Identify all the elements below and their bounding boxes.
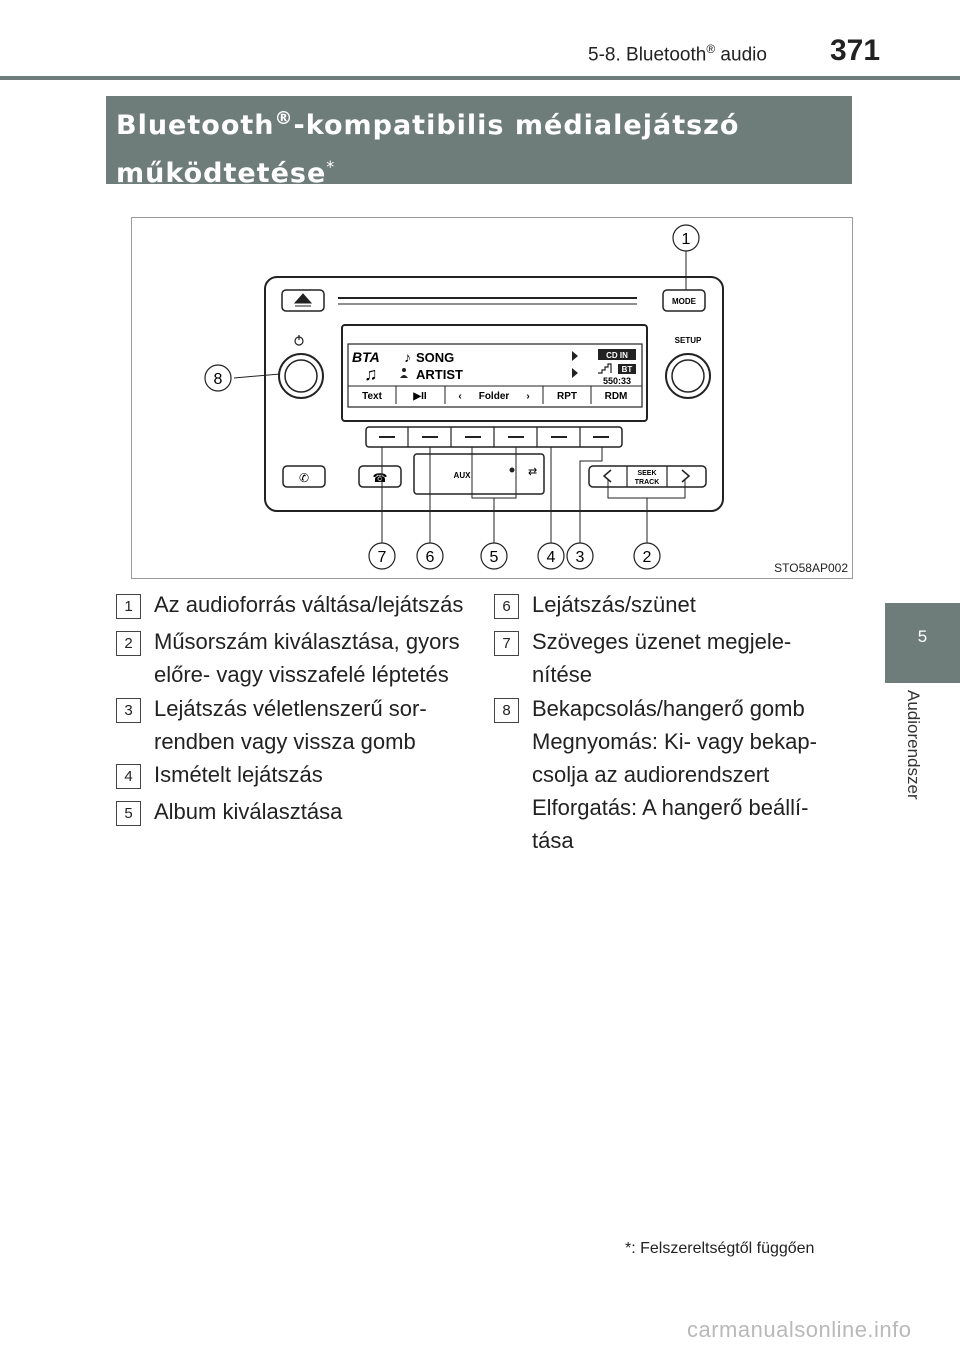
eject-button[interactable] [281, 289, 325, 312]
folder-next-icon: › [526, 391, 529, 402]
softkey-label-folder: Folder [479, 391, 510, 402]
mode-label: MODE [672, 297, 697, 306]
legend-text: Műsorszám kiválasztása, gyors [154, 629, 460, 654]
legend-text: Az audioforrás váltása/lejátszás [154, 592, 464, 617]
seek-track-button[interactable] [588, 465, 707, 488]
display-artist: ARTIST [416, 367, 463, 382]
cd-in-badge [598, 349, 636, 360]
callout-4: 4 [537, 542, 565, 570]
legend-text: Lejátszás véletlenszerű sor- [154, 696, 427, 721]
audio-unit-diagram: MODE SETUP BTA ♪ SONG ♫ ARTIST CD IN BT … [204, 224, 724, 570]
legend-text: Elforgatás: A hangerő beállí- [532, 795, 809, 820]
legend-text: tása [532, 828, 574, 853]
legend-number: 4 [116, 764, 141, 789]
callout-leaders [233, 251, 687, 543]
page-heading: Bluetooth®-kompatibilis médialejátszó mű… [116, 108, 740, 189]
power-volume-knob[interactable] [278, 353, 324, 399]
chapter-tab [885, 603, 960, 683]
header-rule [0, 76, 960, 80]
legend-number: 5 [116, 801, 141, 826]
legend-number: 8 [494, 698, 519, 723]
callout-8: 8 [204, 364, 232, 392]
note-icon: ♪ [404, 349, 411, 365]
seek-forward-icon [681, 469, 691, 483]
chapter-number: 5 [917, 627, 928, 646]
softkey-label-rpt: RPT [557, 391, 577, 402]
legend-text: Bekapcsolás/hangerő gomb [532, 696, 805, 721]
tune-select-knob[interactable] [665, 353, 711, 399]
legend-text: csolja az audiorendszert [532, 762, 770, 787]
phone-hangup-icon: ☎ [373, 471, 388, 485]
callout-3: 3 [566, 542, 594, 570]
callout-5: 5 [480, 542, 508, 570]
svg-text:4: 4 [547, 549, 556, 566]
softkey-label-play-pause: ▶II [412, 391, 426, 402]
legend-text: előre- vagy visszafelé léptetés [154, 662, 449, 687]
seek-label: SEEK [637, 470, 656, 477]
title-banner: Bluetooth®-kompatibilis médialejátszó mű… [106, 96, 852, 189]
seek-back-icon [602, 469, 612, 483]
page-number: 371 [830, 34, 881, 67]
display-source: BTA [352, 349, 380, 365]
watermark: carmanualsonline.info [687, 1317, 912, 1342]
svg-text:CD IN: CD IN [606, 351, 628, 360]
softkey-label-text: Text [362, 391, 382, 402]
phone-pickup-icon: ✆ [299, 471, 309, 485]
svg-text:3: 3 [576, 549, 585, 566]
track-label: TRACK [635, 479, 660, 486]
legend-text: Lejátszás/szünet [532, 592, 696, 617]
legend-number: 7 [494, 631, 519, 656]
svg-text:BT: BT [622, 365, 633, 374]
callout-6: 6 [416, 542, 444, 570]
callout-7: 7 [368, 542, 396, 570]
legend-text: Ismételt lejátszás [154, 762, 323, 787]
figure-code: STO58AP002 [774, 561, 848, 575]
bt-badge [618, 364, 636, 374]
svg-text:6: 6 [426, 549, 435, 566]
legend-text: nítése [532, 662, 592, 687]
display-screen [347, 343, 643, 408]
legend-text: Album kiválasztása [154, 799, 343, 824]
audio-unit-figure: MODE SETUP BTA ♪ SONG ♫ ARTIST CD IN BT … [131, 217, 853, 579]
music-icon: ♫ [364, 364, 378, 384]
display-bezel [341, 324, 648, 422]
legend-number: 2 [116, 631, 141, 656]
svg-text:5: 5 [490, 549, 499, 566]
phone-pickup-button[interactable] [282, 465, 326, 488]
folder-prev-icon: ‹ [458, 391, 461, 402]
section-title: 5-8. Bluetooth® audio [588, 42, 767, 66]
callout-1: 1 [672, 224, 700, 252]
callout-2: 2 [633, 542, 661, 570]
aux-label: AUX [454, 471, 472, 480]
aux-jack [509, 467, 515, 473]
mode-button[interactable] [662, 289, 706, 312]
footnote: *: Felszereltségtől függően [625, 1240, 815, 1257]
phone-hangup-button[interactable] [358, 465, 402, 488]
legend-number: 1 [116, 594, 141, 619]
legend-text: Megnyomás: Ki- vagy bekap- [532, 729, 817, 754]
display-time: 550:33 [603, 376, 631, 386]
setup-label: SETUP [675, 336, 702, 345]
eject-icon [293, 293, 313, 307]
legend-number: 6 [494, 594, 519, 619]
artist-icon [402, 368, 406, 372]
signal-icon [598, 363, 612, 374]
chapter-label: Audiorendszer [904, 690, 923, 800]
svg-text:1: 1 [682, 231, 691, 248]
svg-text:7: 7 [378, 549, 387, 566]
legend-text: Szöveges üzenet megjele- [532, 629, 792, 654]
display-song: SONG [416, 350, 454, 365]
svg-text:8: 8 [214, 371, 223, 388]
legend-number: 3 [116, 698, 141, 723]
asterisk-icon: * [625, 1240, 632, 1257]
song-arrow-icon [572, 351, 578, 361]
artist-arrow-icon [572, 368, 578, 378]
usb-icon: ⇄ [528, 466, 537, 478]
softkey-label-rdm: RDM [605, 391, 628, 402]
aux-usb-panel [413, 453, 545, 495]
legend-text: rendben vagy vissza gomb [154, 729, 416, 754]
svg-text:2: 2 [643, 549, 652, 566]
